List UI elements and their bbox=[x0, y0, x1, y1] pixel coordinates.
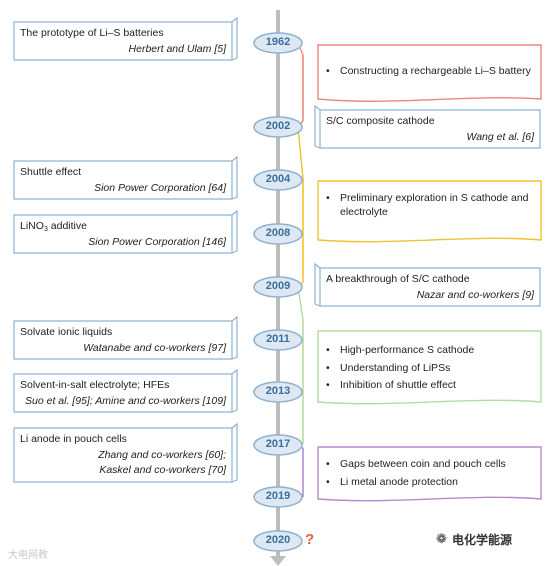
left-card-frame bbox=[13, 209, 238, 254]
era-list-green: High-performance S cathode Understanding… bbox=[326, 344, 536, 397]
era-item: Understanding of LiPSs bbox=[326, 362, 536, 376]
right-card-frame bbox=[314, 104, 541, 149]
card-title: The prototype of Li–S batteries bbox=[20, 27, 164, 39]
watermark-left: 大电网教 bbox=[8, 550, 48, 561]
card-title: Solvent-in-salt electrolyte; HFEs bbox=[20, 379, 170, 391]
card-title: Shuttle effect bbox=[20, 166, 82, 178]
wechat-icon: ❁ bbox=[436, 531, 447, 546]
year-bubble bbox=[253, 329, 303, 351]
year-bubble bbox=[253, 434, 303, 456]
card-citation: Nazar and co-workers [9] bbox=[416, 289, 534, 301]
left-card-frame bbox=[13, 315, 238, 360]
card-citation: Sion Power Corporation [146] bbox=[88, 236, 226, 248]
era-list-purple: Gaps between coin and pouch cells Li met… bbox=[326, 458, 536, 493]
year-label: 2017 bbox=[265, 438, 291, 450]
year-label: 2011 bbox=[266, 333, 290, 345]
card-citation: Herbert and Ulam [5] bbox=[128, 43, 226, 55]
question-mark: ? bbox=[305, 531, 315, 548]
left-card-frame bbox=[13, 16, 238, 61]
card-title: LiNO3 additive bbox=[20, 220, 87, 233]
year-label: 2008 bbox=[265, 227, 291, 239]
year-bubble bbox=[253, 530, 303, 552]
card-title: Solvate ionic liquids bbox=[20, 326, 113, 338]
era-item: Inhibition of shuttle effect bbox=[326, 379, 536, 393]
year-bubble bbox=[253, 32, 303, 54]
year-bubble bbox=[253, 169, 303, 191]
card-citation: Suo et al. [95]; Amine and co-workers [1… bbox=[25, 395, 226, 407]
left-card-frame bbox=[13, 422, 238, 483]
left-card: Solvate ionic liquids Watanabe and co-wo… bbox=[14, 321, 232, 359]
card-title: Li anode in pouch cells bbox=[20, 433, 127, 445]
era-item: High-performance S cathode bbox=[326, 344, 536, 358]
year-label: 2020 bbox=[265, 534, 291, 546]
card-citation: Sion Power Corporation [64] bbox=[94, 182, 226, 194]
year-label: 2013 bbox=[265, 385, 291, 397]
era-list-yellow: Preliminary exploration in S cathode and… bbox=[326, 192, 540, 221]
left-card: Shuttle effect Sion Power Corporation [6… bbox=[14, 161, 232, 199]
left-card: The prototype of Li–S batteries Herbert … bbox=[14, 22, 232, 60]
card-title: S/C composite cathode bbox=[326, 115, 435, 127]
year-bubble bbox=[253, 381, 303, 403]
left-card: Solvent-in-salt electrolyte; HFEs Suo et… bbox=[14, 374, 232, 412]
era-item: Preliminary exploration in S cathode and… bbox=[326, 192, 540, 219]
left-card: Li anode in pouch cells Zhang and co-wor… bbox=[14, 428, 232, 482]
era-list-red: Constructing a rechargeable Li–S battery bbox=[326, 65, 536, 83]
year-bubble bbox=[253, 116, 303, 138]
right-card: A breakthrough of S/C cathode Nazar and … bbox=[320, 268, 540, 306]
era-item: Gaps between coin and pouch cells bbox=[326, 458, 536, 472]
left-card-frame bbox=[13, 155, 238, 200]
card-citation: Zhang and co-workers [60]; bbox=[98, 449, 226, 461]
year-bubble bbox=[253, 486, 303, 508]
card-title: A breakthrough of S/C cathode bbox=[326, 273, 470, 285]
axis-arrow-icon bbox=[270, 556, 286, 566]
right-card-frame bbox=[314, 262, 541, 307]
left-card: LiNO3 additive Sion Power Corporation [1… bbox=[14, 215, 232, 253]
year-bubble bbox=[253, 223, 303, 245]
year-label: 2002 bbox=[265, 120, 291, 132]
card-citation: Wang et al. [6] bbox=[466, 131, 534, 143]
year-label: 2019 bbox=[265, 490, 291, 502]
card-citation: Kaskel and co-workers [70] bbox=[99, 464, 226, 476]
watermark-right: 电化学能源 bbox=[452, 533, 513, 547]
year-label: 2004 bbox=[265, 173, 291, 185]
right-card: S/C composite cathode Wang et al. [6] bbox=[320, 110, 540, 148]
era-item: Li metal anode protection bbox=[326, 476, 536, 490]
year-label: 1962 bbox=[265, 36, 291, 48]
year-label: 2009 bbox=[265, 280, 291, 292]
card-citation: Watanabe and co-workers [97] bbox=[83, 342, 226, 354]
era-item: Constructing a rechargeable Li–S battery bbox=[326, 65, 536, 79]
left-card-frame bbox=[13, 368, 238, 413]
year-bubble bbox=[253, 276, 303, 298]
connector bbox=[297, 126, 304, 180]
